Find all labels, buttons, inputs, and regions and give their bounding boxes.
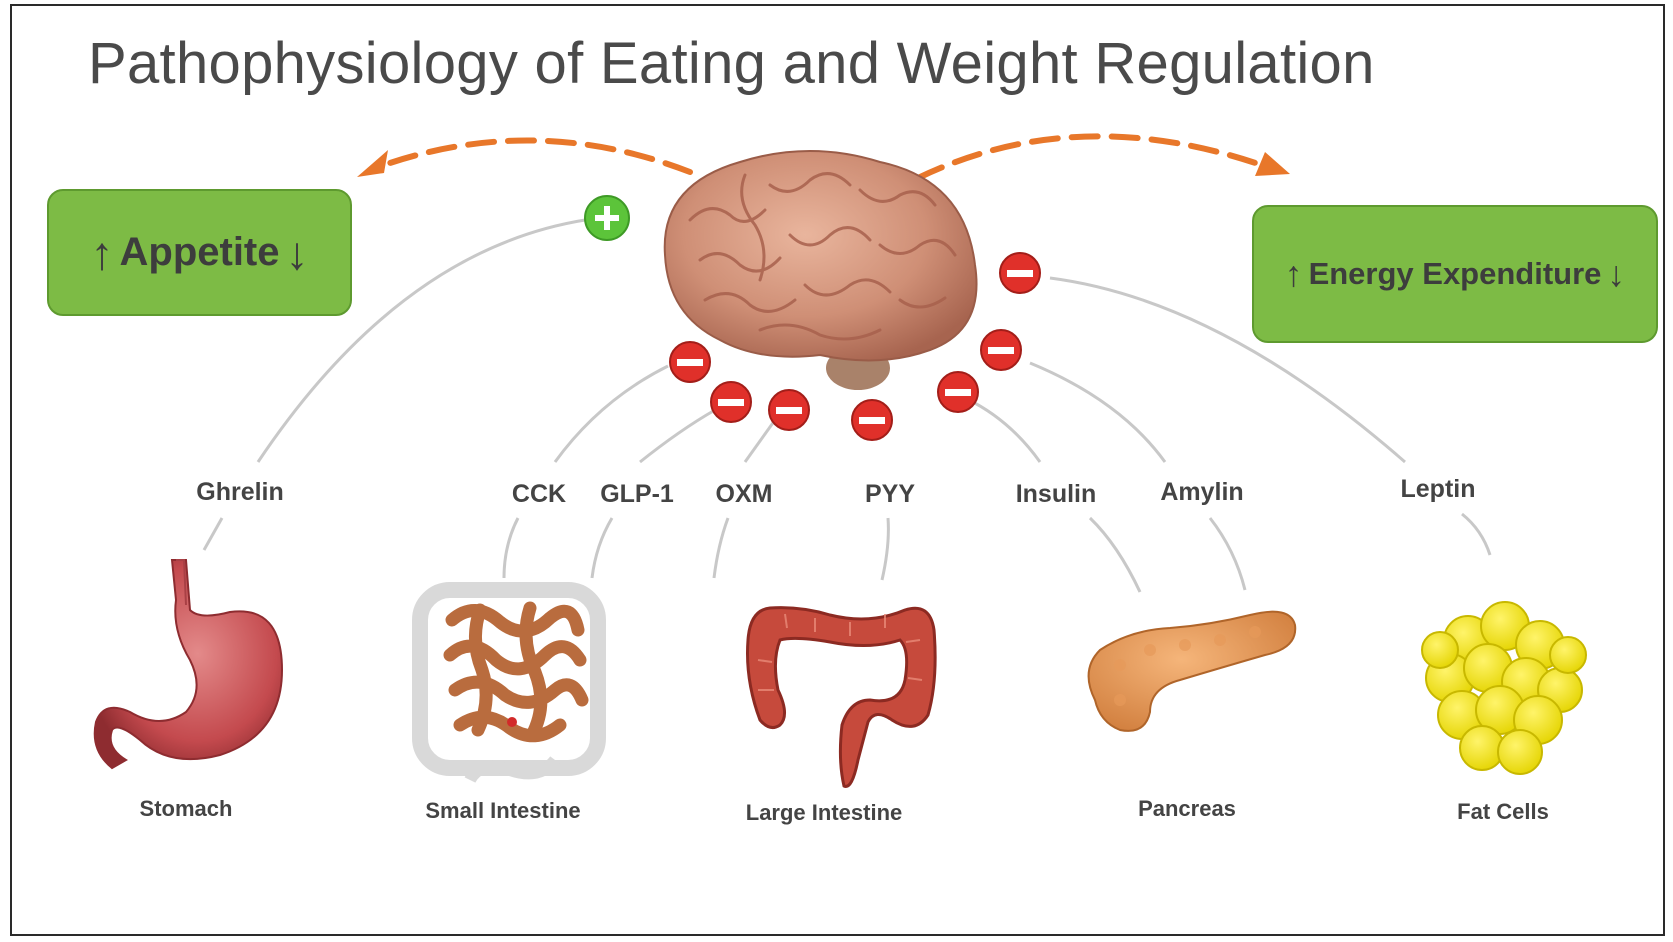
minus-marker-icon	[670, 342, 710, 382]
brain-image	[665, 151, 977, 390]
fat-leptin-line	[1462, 514, 1490, 555]
small-intestine-cck-line	[504, 518, 518, 578]
plus-marker-icon	[585, 196, 629, 240]
hormone-label-pyy: PYY	[865, 480, 915, 509]
minus-marker-icon	[1000, 253, 1040, 293]
arrow-to-appetite	[370, 140, 690, 172]
amylin-brain-line	[1030, 363, 1165, 462]
organ-label-stomach: Stomach	[140, 796, 233, 822]
small-intestine-glp1-line	[592, 518, 612, 578]
organ-label-small-intestine: Small Intestine	[425, 798, 580, 824]
leptin-brain-line	[1050, 278, 1405, 462]
organ-label-pancreas: Pancreas	[1138, 796, 1236, 822]
ghrelin-brain-line	[258, 220, 585, 462]
hormone-label-ghrelin: Ghrelin	[196, 478, 284, 507]
organ-hormone-lines	[204, 514, 1490, 592]
organ-label-large-intestine: Large Intestine	[746, 800, 902, 826]
hormone-label-insulin: Insulin	[1016, 480, 1097, 509]
minus-marker-icon	[938, 372, 978, 412]
arrow-head-energy-icon	[1255, 152, 1290, 176]
glp1-brain-line	[640, 410, 715, 462]
minus-marker-icon	[711, 382, 751, 422]
pancreas-amylin-line	[1210, 518, 1245, 590]
large-intestine-image	[748, 608, 936, 787]
minus-marker-icon	[769, 390, 809, 430]
stomach-ghrelin-line	[204, 518, 222, 550]
fat-cells-image	[1422, 602, 1586, 774]
large-intestine-oxm-line	[714, 518, 728, 578]
hormone-label-amylin: Amylin	[1160, 478, 1243, 507]
hormone-label-oxm: OXM	[716, 480, 773, 509]
insulin-brain-line	[967, 399, 1040, 462]
pancreas-image	[1089, 612, 1296, 731]
small-intestine-image	[420, 590, 598, 780]
pancreas-insulin-line	[1090, 518, 1140, 592]
minus-marker-icon	[852, 400, 892, 440]
minus-marker-icon	[981, 330, 1021, 370]
arrow-head-appetite-icon	[357, 150, 388, 177]
stomach-image	[95, 560, 282, 768]
hormone-label-glp1: GLP-1	[600, 480, 674, 509]
hormone-label-leptin: Leptin	[1401, 475, 1476, 504]
organ-label-fat-cells: Fat Cells	[1457, 799, 1549, 825]
hormone-label-cck: CCK	[512, 480, 566, 509]
arrow-to-energy	[918, 136, 1270, 178]
oxm-brain-line	[745, 420, 775, 462]
cck-brain-line	[555, 366, 668, 462]
large-intestine-pyy-line	[882, 518, 888, 580]
